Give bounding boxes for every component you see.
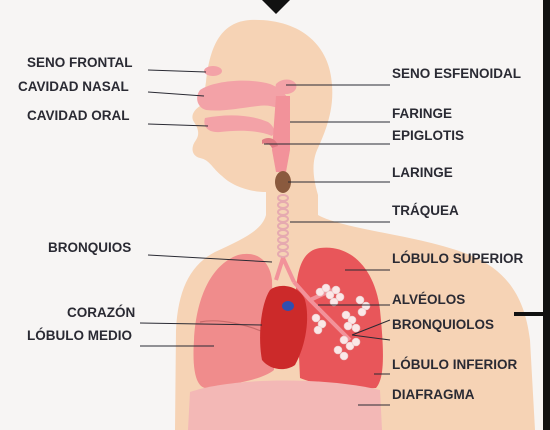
label-cavidad-oral: CAVIDAD ORAL <box>27 108 130 124</box>
label-epiglotis: EPIGLOTIS <box>392 128 464 144</box>
label-lobulo-superior: LÓBULO SUPERIOR <box>392 251 523 267</box>
right-frame-edge <box>543 0 550 430</box>
lungs <box>193 248 382 389</box>
frontal-sinus-shape <box>204 66 222 76</box>
label-lobulo-medio: LÓBULO MEDIO <box>27 328 132 344</box>
heart-blue-vessel <box>282 301 294 311</box>
label-lobulo-inferior: LÓBULO INFERIOR <box>392 357 517 373</box>
label-traquea: TRÁQUEA <box>392 203 459 219</box>
down-triangle-icon <box>262 0 290 14</box>
diaphragm-shape <box>188 380 382 430</box>
right-frame-notch <box>514 312 550 316</box>
label-seno-esfenoidal: SENO ESFENOIDAL <box>392 66 521 82</box>
label-seno-frontal: SENO FRONTAL <box>27 55 133 71</box>
label-faringe: FARINGE <box>392 106 452 122</box>
label-bronquios: BRONQUIOS <box>48 240 131 256</box>
label-diafragma: DIAFRAGMA <box>392 387 475 403</box>
label-corazon: CORAZÓN <box>67 305 135 321</box>
label-cavidad-nasal: CAVIDAD NASAL <box>18 79 129 95</box>
label-laringe: LARINGE <box>392 165 453 181</box>
label-bronquiolos: BRONQUIOLOS <box>392 317 494 333</box>
label-alveolos: ALVÉOLOS <box>392 292 465 308</box>
